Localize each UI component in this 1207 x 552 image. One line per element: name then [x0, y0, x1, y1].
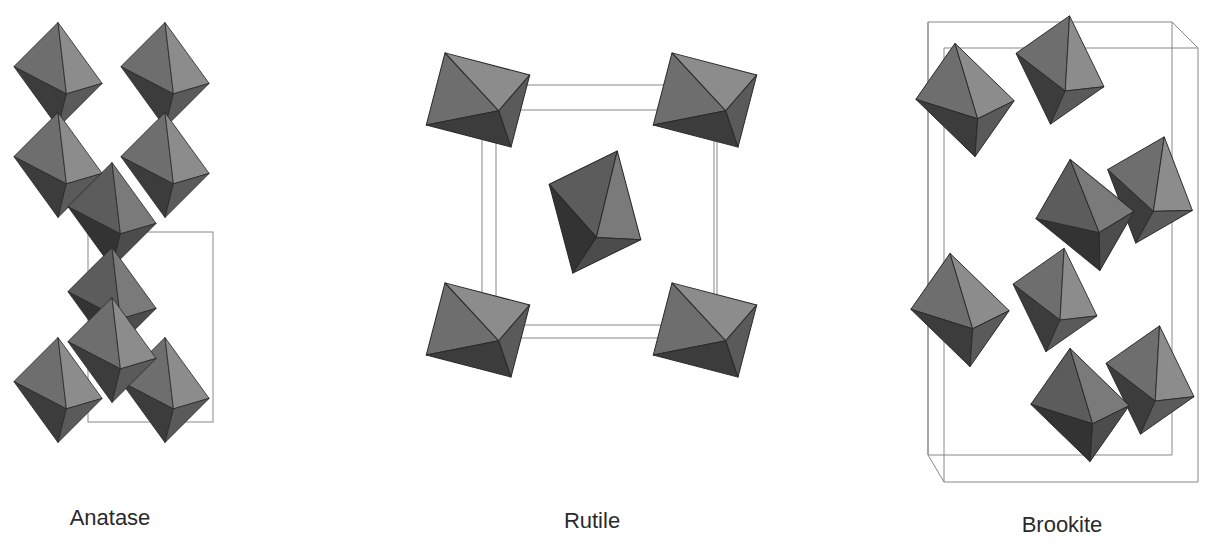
- rutile-structure: [399, 20, 785, 409]
- anatase-structure: [14, 23, 213, 443]
- structure-label: Brookite: [1022, 512, 1103, 538]
- structure-label: Rutile: [564, 508, 620, 534]
- structure-label: Anatase: [70, 505, 151, 531]
- brookite-structure: [902, 8, 1207, 482]
